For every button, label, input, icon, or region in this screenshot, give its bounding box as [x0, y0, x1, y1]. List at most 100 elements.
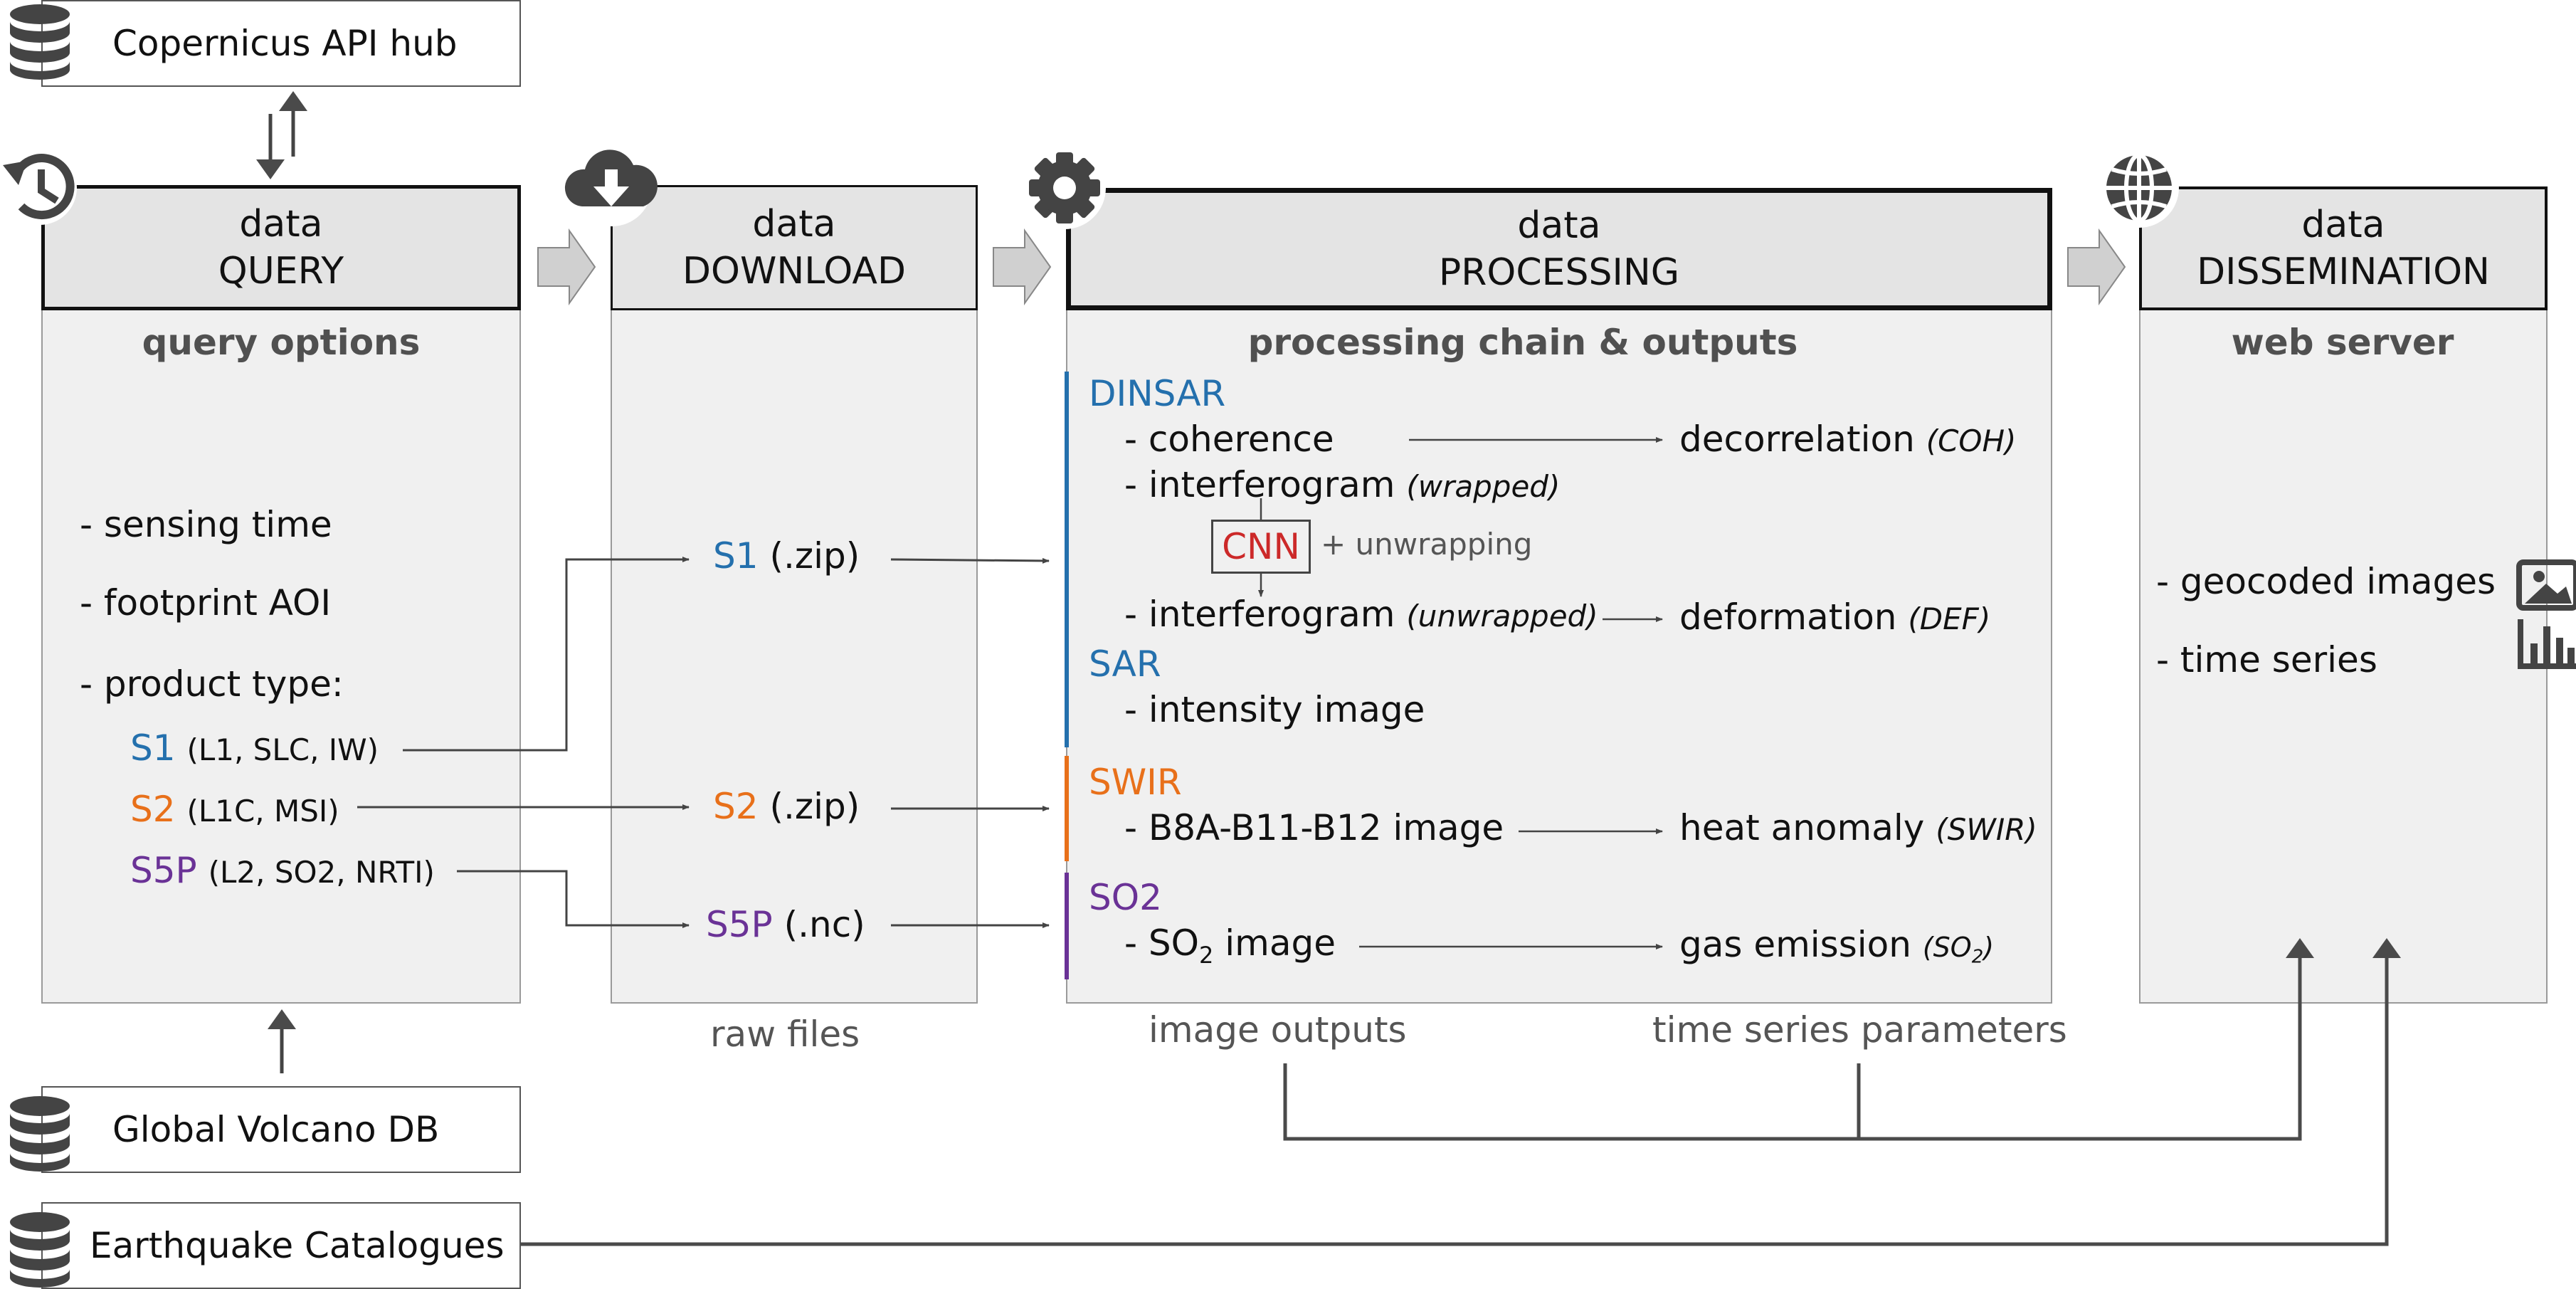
connector-earthquake-to-web-server [521, 938, 2401, 1246]
query-panel [41, 306, 521, 1004]
download-footer: raw files [710, 1014, 860, 1055]
download-file-s1: S1 (.zip) [713, 535, 860, 577]
so2-image-suffix: image [1213, 922, 1336, 964]
output-deformation-note: (DEF) [1908, 601, 1991, 636]
dissemination-title-line2: DISSEMINATION [2197, 251, 2490, 293]
cnn-box: CNN [1211, 520, 1311, 574]
gear-icon [1023, 147, 1106, 229]
output-decorrelation-text: decorrelation [1679, 419, 1915, 460]
dissemination-item-time-series: - time series [2156, 639, 2377, 680]
output-heat-anomaly: heat anomaly (SWIR) [1679, 807, 2037, 848]
dissemination-title-line1: data [2301, 204, 2385, 246]
dinsar-interferogram-unwrapped-text: - interferogram [1124, 594, 1395, 635]
copernicus-api-hub-box: Copernicus API hub [41, 0, 521, 87]
output-gas-emission-text: gas emission [1679, 924, 1911, 965]
dinsar-sar-bar [1065, 372, 1069, 747]
sar-intensity-image: - intensity image [1124, 689, 1425, 730]
query-product-s1-detail: (L1, SLC, IW) [186, 732, 379, 767]
swir-bar [1065, 756, 1069, 861]
dinsar-unwrapped-note: (unwrapped) [1406, 599, 1598, 633]
download-panel [611, 306, 978, 1004]
output-heat-anomaly-note: (SWIR) [1936, 812, 2037, 847]
query-header: data QUERY [41, 185, 521, 310]
query-subtitle: query options [142, 322, 421, 363]
dissemination-panel [2139, 306, 2548, 1004]
query-option-sensing-time: - sensing time [80, 504, 332, 545]
so2-label: SO2 [1089, 877, 1162, 918]
dissemination-header: data DISSEMINATION [2139, 186, 2548, 310]
dinsar-wrapped-note: (wrapped) [1406, 469, 1561, 504]
query-product-s2-name: S2 [130, 789, 176, 830]
query-product-s1-name: S1 [130, 727, 176, 769]
output-gas-emission-note: (SO2) [1922, 932, 1995, 968]
query-title-line1: data [239, 203, 323, 246]
sar-label: SAR [1089, 643, 1161, 685]
so2-image: - SO2 image [1124, 922, 1336, 969]
global-volcano-db-label: Global Volcano DB [112, 1109, 440, 1150]
processing-footer-time-series: time series parameters [1652, 1009, 2067, 1051]
dinsar-interferogram-wrapped-text: - interferogram [1124, 464, 1395, 505]
dinsar-interferogram-wrapped: - interferogram (wrapped) [1124, 464, 1560, 505]
query-product-s5p: S5P (L2, SO2, NRTI) [130, 850, 435, 891]
output-gas-emission-note-suffix: ) [1983, 932, 1995, 963]
dinsar-interferogram-unwrapped: - interferogram (unwrapped) [1124, 594, 1598, 635]
processing-footer-image-outputs: image outputs [1149, 1009, 1407, 1051]
global-volcano-db-box: Global Volcano DB [41, 1086, 521, 1173]
database-icon [10, 4, 70, 80]
query-product-s1: S1 (L1, SLC, IW) [130, 727, 379, 769]
stage-arrow-processing-dissemination [2067, 228, 2126, 306]
processing-title-line2: PROCESSING [1438, 251, 1680, 294]
download-file-s5p: S5P (.nc) [706, 904, 865, 945]
output-deformation: deformation (DEF) [1679, 596, 1990, 638]
dissemination-subtitle: web server [2231, 322, 2454, 363]
query-product-s5p-detail: (L2, SO2, NRTI) [208, 855, 435, 890]
earthquake-catalogues-box: Earthquake Catalogues [41, 1202, 521, 1289]
query-product-s5p-name: S5P [130, 850, 197, 891]
database-icon [10, 1096, 70, 1172]
connector-s5p-query-download [457, 870, 690, 928]
output-decorrelation: decorrelation (COH) [1679, 419, 2016, 460]
connector-s1-query-download [403, 557, 690, 752]
earthquake-catalogues-label: Earthquake Catalogues [90, 1225, 505, 1266]
output-heat-anomaly-text: heat anomaly [1679, 807, 1925, 848]
query-option-product-type: - product type: [80, 663, 344, 705]
download-file-s5p-ext: (.nc) [783, 904, 865, 945]
processing-title-line1: data [1517, 204, 1601, 247]
stage-arrow-download-processing [993, 228, 1052, 306]
connector-s1-download-processing [890, 557, 1050, 564]
output-gas-emission-note-prefix: (SO [1922, 932, 1972, 963]
processing-subtitle: processing chain & outputs [1247, 322, 1798, 363]
download-title-line2: DOWNLOAD [682, 250, 907, 293]
processing-header: data PROCESSING [1066, 188, 2052, 310]
history-icon [3, 151, 77, 225]
so2-bar [1065, 873, 1069, 979]
database-icon [10, 1212, 70, 1288]
swir-image: - B8A-B11-B12 image [1124, 807, 1504, 848]
dinsar-label: DINSAR [1089, 373, 1226, 414]
globe-icon [2099, 148, 2179, 228]
output-decorrelation-note: (COH) [1926, 423, 2017, 458]
query-title-line2: QUERY [218, 250, 344, 293]
bar-chart-icon [2518, 619, 2576, 669]
so2-image-prefix: - SO [1124, 922, 1200, 964]
download-file-s2: S2 (.zip) [713, 786, 860, 827]
stage-arrow-query-download [537, 228, 596, 306]
download-file-s2-ext: (.zip) [769, 786, 860, 827]
download-header: data DOWNLOAD [611, 185, 978, 310]
query-product-s2-detail: (L1C, MSI) [186, 794, 339, 828]
download-file-s1-name: S1 [713, 535, 759, 577]
download-file-s1-ext: (.zip) [769, 535, 860, 577]
dinsar-coherence: - coherence [1124, 419, 1334, 460]
connector-outputs-to-web-server [1283, 938, 2314, 1141]
query-product-s2: S2 (L1C, MSI) [130, 789, 339, 830]
processing-panel [1066, 306, 2052, 1004]
swir-label: SWIR [1089, 762, 1182, 803]
image-icon [2516, 559, 2576, 611]
unwrapping-label: + unwrapping [1321, 527, 1533, 562]
so2-image-sub: 2 [1199, 942, 1214, 969]
cloud-download-icon [564, 147, 658, 226]
query-option-footprint: - footprint AOI [80, 582, 332, 624]
cnn-label: CNN [1222, 526, 1300, 567]
download-file-s5p-name: S5P [706, 904, 773, 945]
